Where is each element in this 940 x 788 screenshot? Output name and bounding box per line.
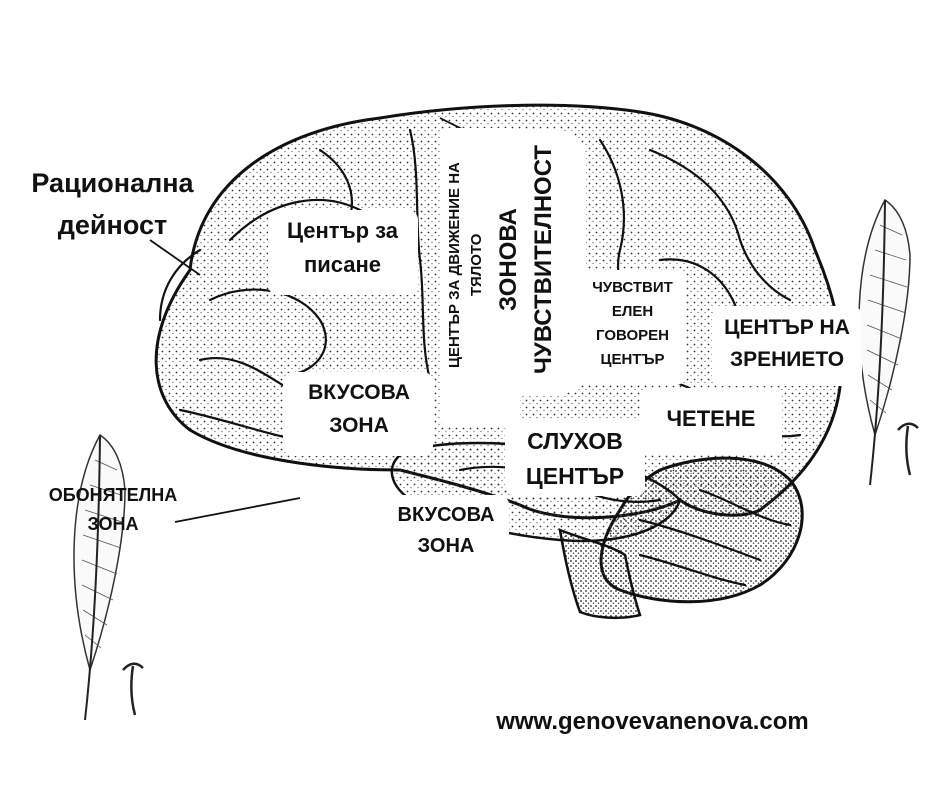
feather-quill-right-icon xyxy=(858,198,919,486)
label-rational-activity: Рационална дейност xyxy=(31,168,194,240)
label-taste-zone-upper: ВКУСОВА ЗОНА xyxy=(308,381,410,437)
label-sensitive-speech-center: ЧУВСТВИТ ЕЛЕН ГОВОРЕН ЦЕНТЪР xyxy=(592,279,673,368)
hearing-box xyxy=(505,420,645,496)
brainstem xyxy=(558,528,642,620)
label-hearing-center: СЛУХОВ ЦЕНТЪР xyxy=(525,428,625,489)
label-taste-zone-lower: ВКУСОВА ЗОНА xyxy=(397,504,495,557)
website-footer[interactable]: www.genovevanenova.com xyxy=(496,708,809,735)
label-vision-center: ЦЕНТЪР НА ЗРЕНИЕТО xyxy=(724,316,850,371)
feather-quill-left-icon xyxy=(73,433,144,721)
vision-box xyxy=(712,306,862,386)
speech-box xyxy=(578,270,686,385)
label-reading: ЧЕТЕНЕ xyxy=(666,406,756,431)
writing-box xyxy=(268,210,418,295)
label-writing-center: Център за писане xyxy=(286,218,399,278)
label-olfactory-zone: ОБОНЯТЕЛНА ЗОНА xyxy=(48,485,178,534)
label-zone-sensitivity: ЗОНОВА ЧУВСТВИТЕЛНОСТ xyxy=(495,144,557,375)
sensitivity-box xyxy=(478,130,586,395)
taste-lower-box xyxy=(383,495,509,563)
taste-upper-box xyxy=(283,372,433,456)
reading-box xyxy=(640,388,782,454)
